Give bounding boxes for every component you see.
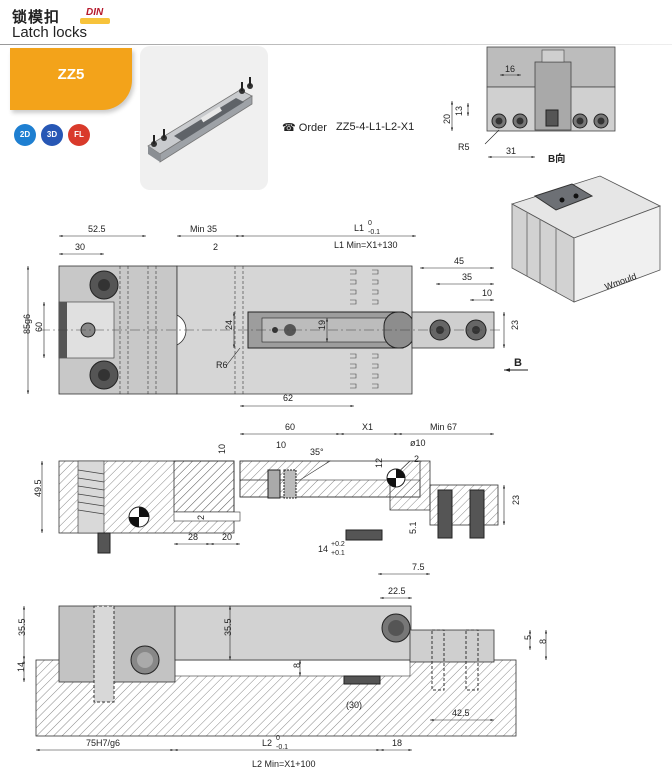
dim-l1: L1 — [354, 223, 364, 233]
dim-x1: X1 — [362, 422, 373, 432]
dim-l1-tol-top: 0 — [368, 220, 372, 227]
arrow-b-label: B — [514, 357, 522, 369]
dim-13: 13 — [454, 106, 464, 116]
title-english: Latch locks — [12, 24, 88, 41]
dim-45: 45 — [454, 256, 464, 266]
badge-2d-label: 2D — [19, 130, 31, 139]
dim-42-5: 42.5 — [452, 708, 470, 718]
dim-10-side-a: 10 — [217, 444, 227, 454]
badge-fl[interactable]: FL — [68, 124, 90, 146]
dim-min67: Min 67 — [430, 422, 457, 432]
order-text: Order — [298, 122, 327, 134]
dim-75h7: 75H7/g6 — [86, 738, 120, 748]
order-label: ☎ Order — [282, 121, 327, 134]
dim-l2-min: L2 Min=X1+100 — [252, 759, 316, 769]
dim-r5: R5 — [458, 142, 470, 152]
dim-35: 35 — [462, 272, 472, 282]
view-b-title: B向 — [548, 152, 565, 165]
badge-2d[interactable]: 2D — [14, 124, 36, 146]
dim-49-5: 49.5 — [33, 479, 43, 497]
dim-l1-tol-bot: -0.1 — [368, 229, 380, 236]
dim-10-side-b: 10 — [276, 440, 286, 450]
dim-22-5: 22.5 — [388, 586, 406, 596]
dim-52-5: 52.5 — [88, 224, 106, 234]
dim-14-tol-top: +0.2 — [331, 541, 345, 548]
view-b: 16 20 13 R5 31 B向 — [442, 46, 616, 165]
dim-8-bottom: 8 — [292, 663, 302, 668]
model-tab — [10, 48, 132, 110]
dim-28: 28 — [188, 532, 198, 542]
dim-60: 60 — [34, 322, 44, 332]
order-code: ZZ5-4-L1-L2-X1 — [336, 121, 415, 133]
side-view: 62 60 X1 Min 67 10 10 35° ø10 12 2 49.5 … — [33, 393, 521, 576]
dim-7-5: 7.5 — [412, 562, 425, 572]
badge-3d-label: 3D — [46, 130, 58, 139]
dim-20: 20 — [442, 114, 452, 124]
dim-14: 14 — [318, 544, 328, 554]
latch-photo-illustration — [147, 77, 253, 163]
dim-19: 19 — [317, 320, 327, 330]
dim-2-top: 2 — [213, 242, 218, 252]
iso-mould-view: Wmould — [510, 175, 662, 303]
dim-16: 16 — [505, 64, 515, 74]
top-view: 52.5 30 Min 35 2 L1 0 -0.1 L1 Min=X1+130… — [22, 220, 528, 395]
dim-2-side-b: 2 — [196, 515, 206, 520]
dim-35-5-b: 35.5 — [223, 618, 233, 636]
phone-icon: ☎ — [282, 122, 296, 134]
dim-5-1: 5.1 — [408, 521, 418, 534]
dim-l2-tol-bot: -0.1 — [276, 744, 288, 751]
dim-14-bottom: 14 — [16, 662, 26, 672]
title-chinese: 锁模扣 — [12, 9, 61, 26]
dim-l1-min: L1 Min=X1+130 — [334, 240, 398, 250]
din-badge: DIN — [80, 7, 110, 24]
dim-62: 62 — [283, 393, 293, 403]
dim-30-paren: (30) — [346, 700, 362, 710]
dim-23-top: 23 — [510, 320, 520, 330]
dim-30: 30 — [75, 242, 85, 252]
dim-35deg: 35° — [310, 447, 324, 457]
dim-35-5-a: 35.5 — [17, 618, 27, 636]
dim-10-top: 10 — [482, 288, 492, 298]
dim-l2-tol-top: 0 — [276, 735, 280, 742]
dim-85g6: 85g6 — [22, 314, 32, 334]
dim-min35: Min 35 — [190, 224, 217, 234]
dim-24: 24 — [224, 320, 234, 330]
dim-8-bottom-b: 8 — [538, 639, 548, 644]
product-photo — [140, 46, 268, 190]
dim-18: 18 — [392, 738, 402, 748]
dim-2-side-a: 2 — [414, 454, 419, 464]
badge-fl-label: FL — [74, 130, 84, 139]
badge-3d[interactable]: 3D — [41, 124, 63, 146]
model-label: ZZ5 — [57, 66, 85, 83]
dim-5-bottom: 5 — [523, 635, 533, 640]
dim-12: 12 — [374, 458, 384, 468]
dim-14-tol-bot: +0.1 — [331, 550, 345, 557]
din-badge-label: DIN — [86, 7, 104, 18]
dim-60-side: 60 — [285, 422, 295, 432]
dim-r6: R6 — [216, 360, 228, 370]
dim-20-side: 20 — [222, 532, 232, 542]
dim-l2: L2 — [262, 738, 272, 748]
dim-23-side: 23 — [511, 495, 521, 505]
dim-phi10: ø10 — [410, 438, 426, 448]
bottom-view: 22.5 35.5 35.5 14 8 5 8 (30) 42.5 75H7/g… — [16, 586, 548, 769]
title-divider — [0, 44, 672, 45]
dim-31: 31 — [506, 146, 516, 156]
